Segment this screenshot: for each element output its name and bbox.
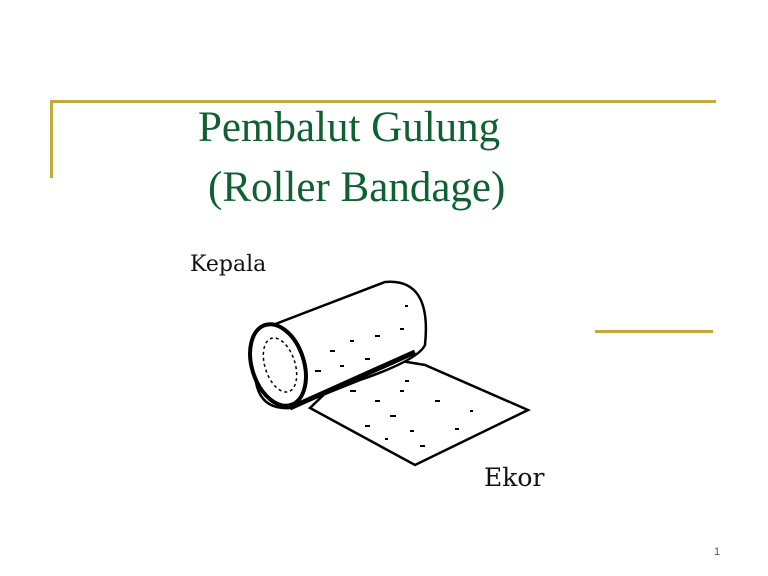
accent-line-right — [595, 330, 713, 333]
roller-bandage-illustration — [248, 280, 531, 467]
label-kepala: Kepala — [190, 252, 267, 277]
page-number: 1 — [714, 546, 721, 558]
slide-title-line1: Pembalut Gulung — [198, 104, 501, 151]
accent-line-left — [50, 100, 53, 178]
slide-title-line2: (Roller Bandage) — [208, 164, 506, 211]
accent-line-top — [50, 100, 716, 103]
label-ekor: Ekor — [484, 463, 545, 492]
